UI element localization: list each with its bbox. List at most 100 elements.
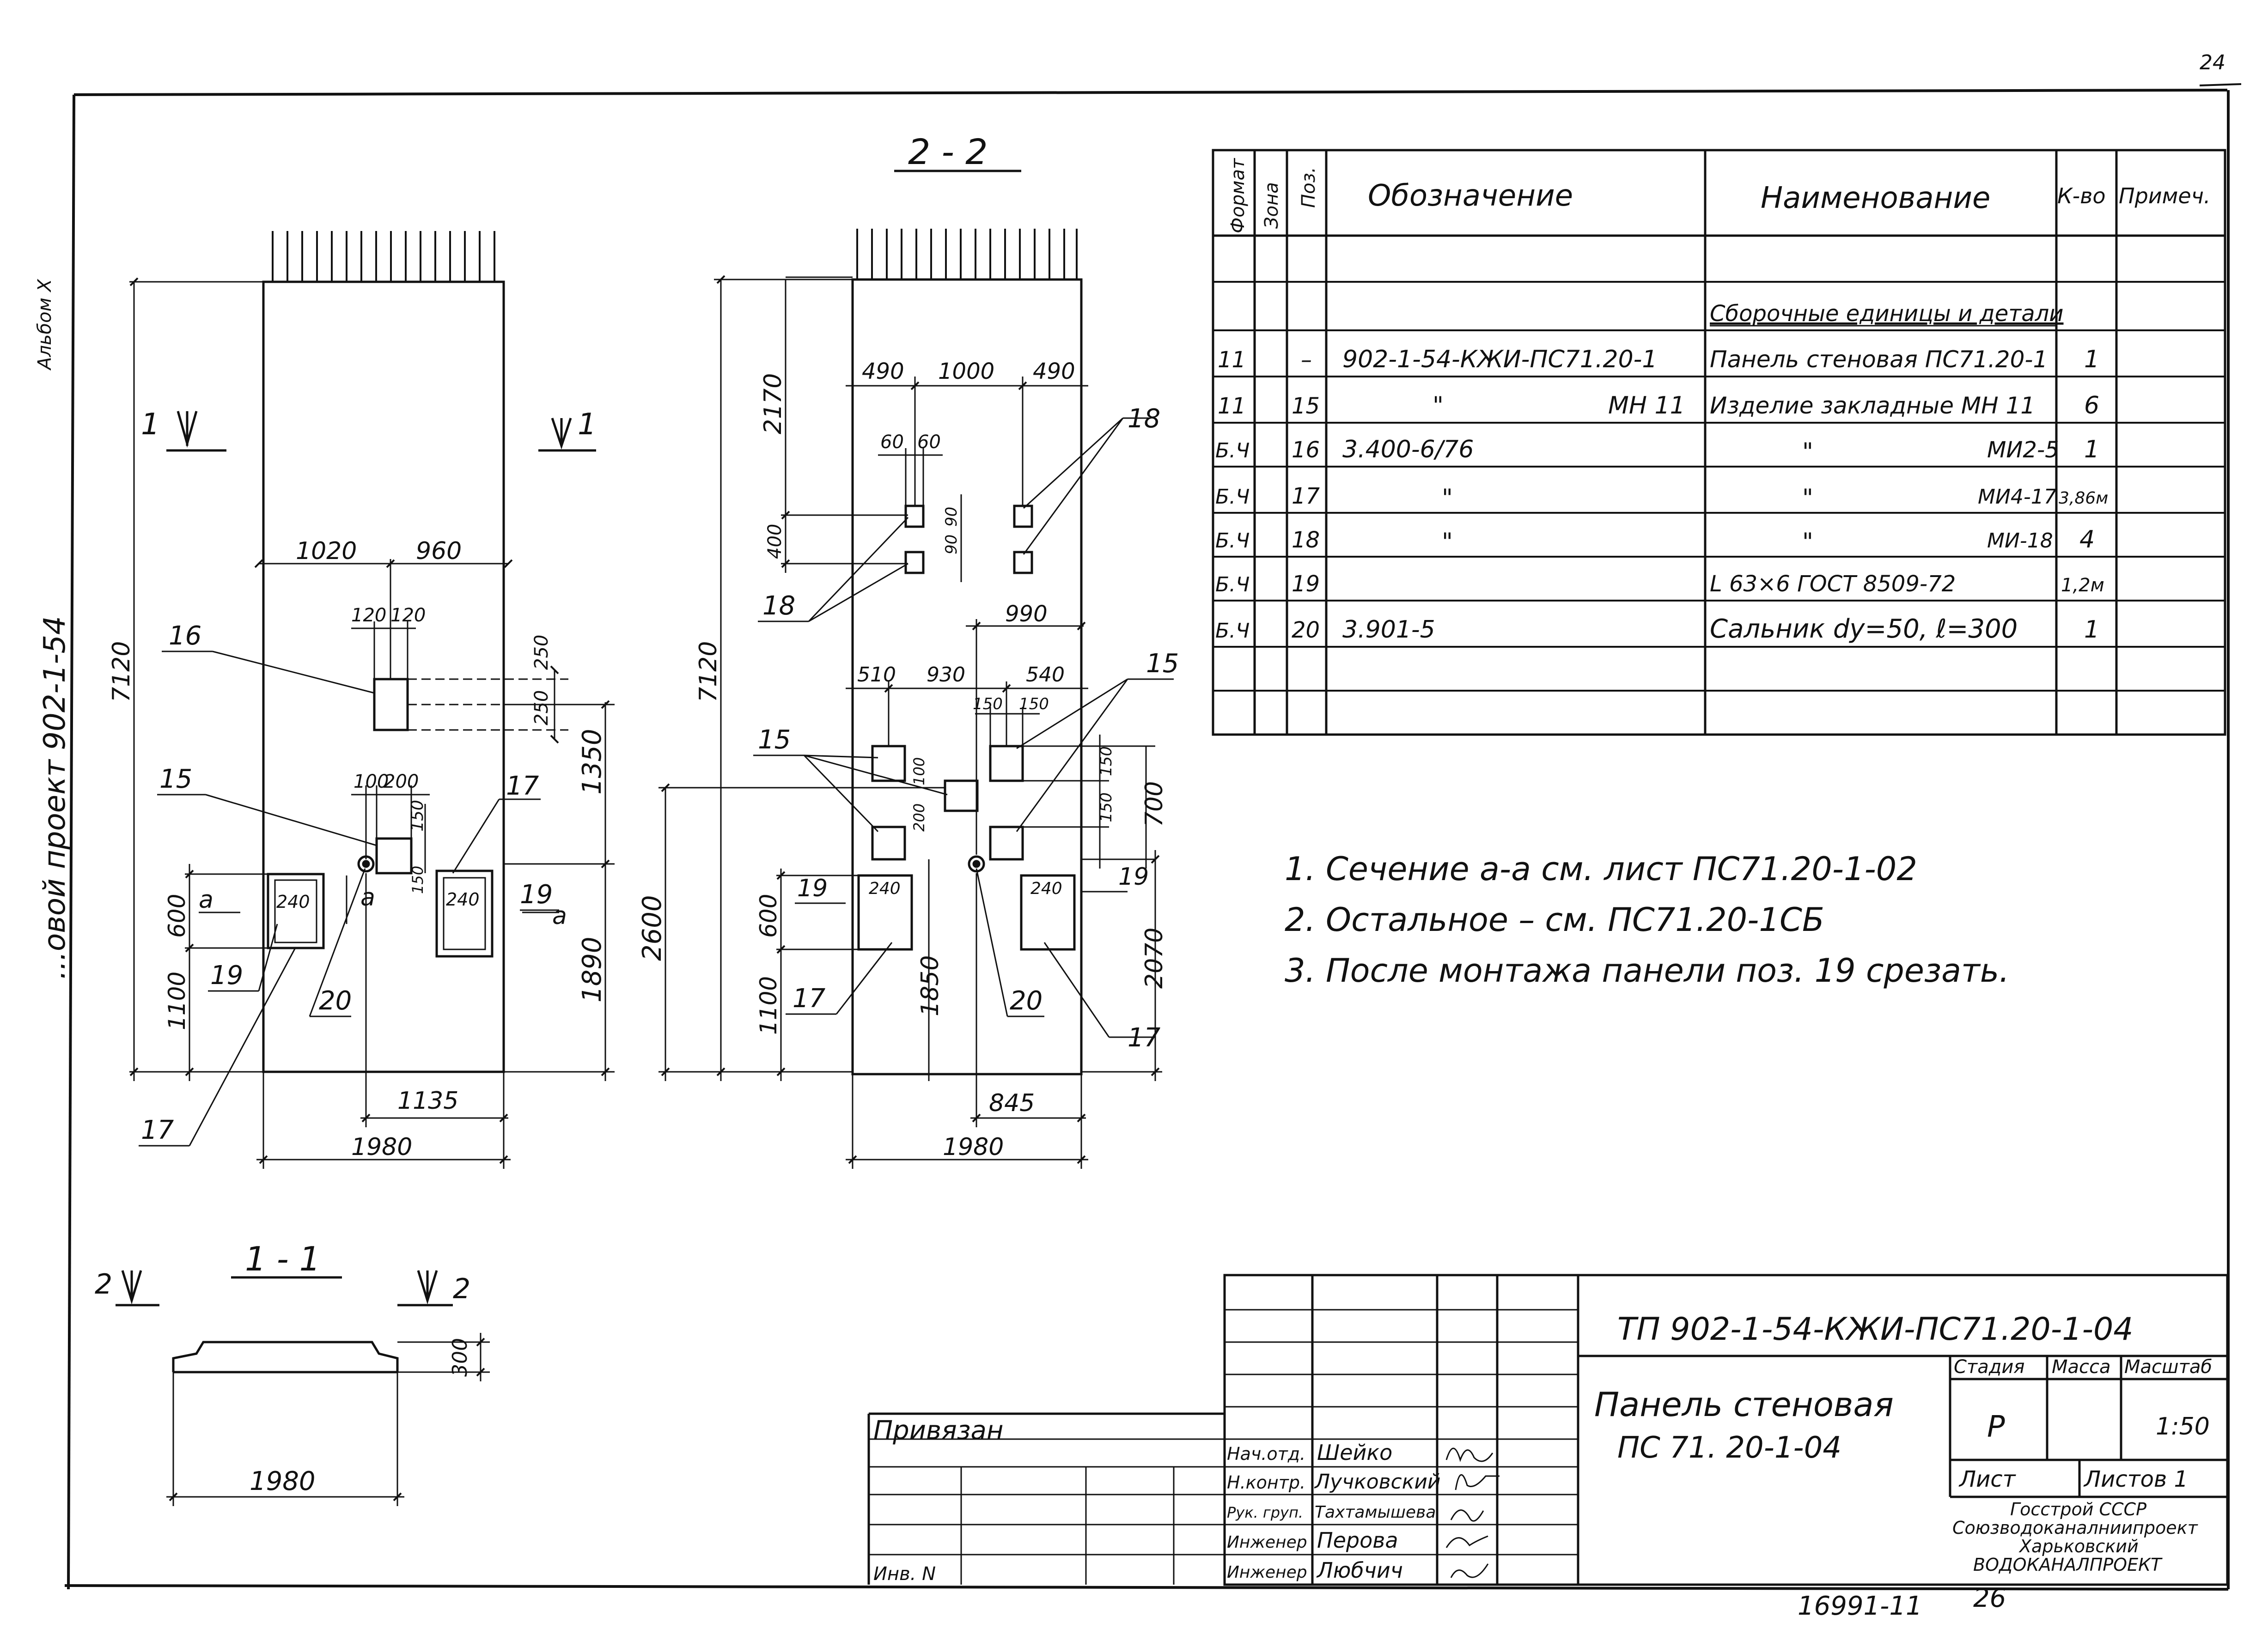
- opening-right: [435, 869, 494, 958]
- spec-row-2: 11 15 " МН 11 Изделие закладные МН 11 6: [1218, 392, 2099, 419]
- section-a-mid: a: [360, 884, 375, 912]
- hdr-qty: К-во: [2057, 183, 2106, 208]
- section22-panel-outline: [851, 278, 1083, 1076]
- dim-240b: 240: [446, 889, 480, 910]
- svg-text:3.901-5: 3.901-5: [1342, 616, 1435, 644]
- elevation-dimlines: [129, 281, 615, 1169]
- svg-text:–: –: [1301, 347, 1312, 373]
- item-18-b: [1013, 504, 1033, 528]
- staff-rows: Нач.отд. Шейко Н.контр. Лучковский Рук. …: [1227, 1440, 1441, 1583]
- section-1-marks: [166, 411, 596, 452]
- item-18-c: [904, 551, 925, 574]
- spec-table: Формат Зона Поз. Обозначение Наименовани…: [1212, 149, 2226, 736]
- svg-text:Лучковский: Лучковский: [1314, 1470, 1441, 1494]
- section-1-1-dimlines: [166, 1333, 490, 1506]
- dim-60a: 60: [880, 432, 904, 453]
- item-15-d: [871, 826, 906, 861]
- archive-number: 16991-11: [1798, 1591, 1922, 1621]
- pos-17-right-22: 17: [1128, 1023, 1161, 1053]
- signatures: [1445, 1447, 1500, 1578]
- title-name-2: ПС 71. 20-1-04: [1617, 1431, 1841, 1465]
- svg-text:Тахтамышева: Тахтамышева: [1315, 1503, 1436, 1522]
- svg-text:L 63×6 ГОСТ 8509-72: L 63×6 ГОСТ 8509-72: [1710, 571, 1956, 597]
- dim-960: 960: [416, 537, 462, 565]
- pos-15: 15: [159, 764, 192, 794]
- hdr-designation: Обозначение: [1368, 179, 1573, 213]
- dim-510: 510: [857, 663, 896, 687]
- svg-text:МИ-18: МИ-18: [1987, 529, 2053, 553]
- item-15: [375, 837, 413, 875]
- svg-text:Н.контр.: Н.контр.: [1227, 1472, 1305, 1493]
- elevation-panel-outline: [262, 280, 505, 1073]
- dim-120a: 120: [351, 605, 386, 626]
- pos-19-right: 19: [520, 880, 553, 910]
- hdr-zone: Зона: [1261, 182, 1282, 229]
- elevation-top-bars: [272, 231, 495, 282]
- dim-1135: 1135: [397, 1087, 458, 1115]
- dim-150b: 150: [1019, 695, 1049, 713]
- dim-2600: 2600: [637, 895, 667, 961]
- svg-text:19: 19: [1292, 571, 1320, 597]
- dim-845: 845: [989, 1089, 1035, 1117]
- label-sheet: Лист: [1958, 1466, 2017, 1492]
- section22-leaders: [753, 417, 1174, 1038]
- svg-text:": ": [1442, 528, 1453, 556]
- dim-600-22: 600: [755, 894, 782, 938]
- general-notes: 1. Сечение а-а см. лист ПС71.20-1-02 2. …: [1285, 850, 2009, 990]
- svg-text:6: 6: [2084, 392, 2099, 419]
- svg-text:11: 11: [1218, 347, 1246, 373]
- section-1-mark-left: 1: [141, 407, 160, 442]
- item-15-b: [989, 745, 1024, 782]
- svg-text:Инженер: Инженер: [1227, 1563, 1307, 1582]
- dim-250b: 250: [531, 690, 552, 725]
- label-sheets: Листов 1: [2083, 1466, 2188, 1492]
- svg-text:4: 4: [2079, 526, 2095, 553]
- section22-dimlines: [658, 276, 1162, 1169]
- svg-text:": ": [1802, 438, 1813, 466]
- dim-930: 930: [927, 663, 965, 687]
- svg-text:Б.Ч: Б.Ч: [1215, 619, 1250, 643]
- opening-left-22: [857, 874, 913, 951]
- hdr-name: Наименование: [1761, 181, 1990, 215]
- dim-400: 400: [764, 524, 786, 559]
- dim-1980-22: 1980: [943, 1133, 1004, 1161]
- elevation-leaders: [139, 650, 559, 1147]
- pos-20: 20: [319, 986, 352, 1016]
- svg-text:17: 17: [1292, 483, 1320, 509]
- svg-text:16: 16: [1292, 437, 1320, 463]
- pos-15-right: 15: [1146, 649, 1179, 679]
- spec-row-4: Б.Ч 17 " " МИ4-17 3,86м: [1215, 483, 2108, 512]
- dim-990: 990: [1005, 601, 1048, 627]
- dim-1890: 1890: [577, 936, 607, 1003]
- margin-note-page: 24: [2200, 51, 2225, 74]
- spec-section-title: Сборочные единицы и детали: [1710, 301, 2064, 327]
- spec-row-1: 11 – 902-1-54-КЖИ-ПС71.20-1 Панель стено…: [1218, 346, 2099, 373]
- section-a-right: a: [552, 902, 567, 930]
- dim-250a: 250: [531, 635, 552, 670]
- note-3: 3. После монтажа панели поз. 19 срезать.: [1285, 952, 2009, 990]
- pos-19-left: 19: [210, 960, 243, 991]
- opening-right-22: [1020, 874, 1076, 951]
- svg-text:Изделие закладные МН 11: Изделие закладные МН 11: [1710, 392, 2035, 419]
- elevation-dim-texts: 1020 960 120 120 250 250 100 200 150 150…: [108, 537, 607, 1161]
- svg-text:Инженер: Инженер: [1227, 1533, 1307, 1552]
- dim-2070: 2070: [1140, 928, 1168, 989]
- pos-19-right-22: 19: [1118, 863, 1149, 891]
- hdr-note: Примеч.: [2119, 183, 2211, 208]
- org-3: Харьковский: [2018, 1536, 2139, 1556]
- title-code: ТП 902-1-54-КЖИ-ПС71.20-1-04: [1617, 1311, 2134, 1348]
- section22-top-bars: [856, 229, 1078, 280]
- item-15-e: [989, 826, 1024, 861]
- margin-note-album: Альбом X: [34, 278, 55, 371]
- dim-600: 600: [164, 894, 190, 938]
- dim-120b: 120: [390, 605, 426, 626]
- spec-row-6: Б.Ч 19 L 63×6 ГОСТ 8509-72 1,2м: [1215, 571, 2104, 597]
- svg-text:Б.Ч: Б.Ч: [1215, 573, 1250, 596]
- dim-200: 200: [384, 771, 419, 792]
- section-2-mark-right: 2: [453, 1273, 470, 1305]
- svg-text:Любчич: Любчич: [1316, 1558, 1403, 1583]
- dim-1100: 1100: [164, 972, 190, 1030]
- dim-100: 100: [354, 771, 389, 792]
- svg-text:Шейко: Шейко: [1317, 1440, 1392, 1465]
